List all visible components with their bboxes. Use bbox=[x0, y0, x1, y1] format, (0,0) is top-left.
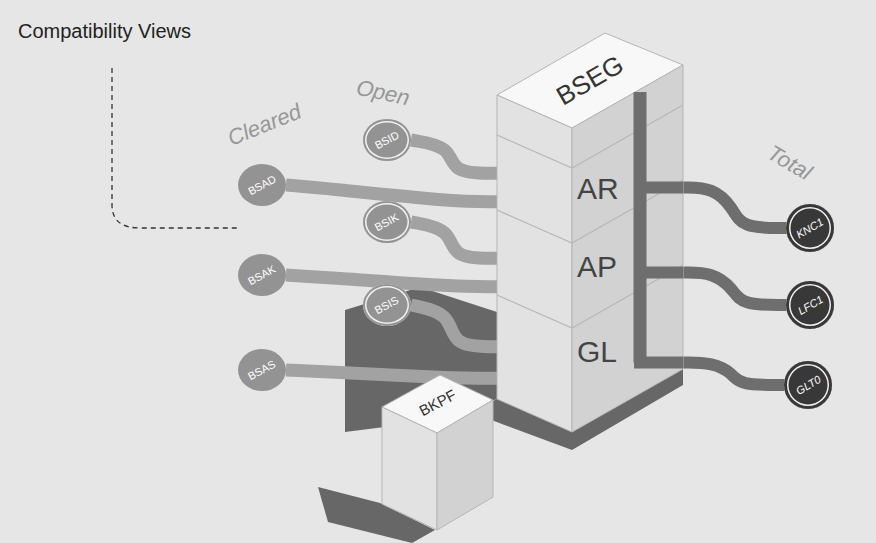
table-layer: AP bbox=[497, 230, 683, 315]
node-text: LFC1 bbox=[795, 293, 824, 317]
group-label: Open bbox=[354, 75, 412, 112]
open-items-view: BSID bbox=[363, 119, 411, 161]
node-text: GLT0 bbox=[793, 373, 822, 397]
node-text: BSAS bbox=[246, 358, 278, 382]
leader-line bbox=[112, 68, 240, 228]
layer-line bbox=[497, 105, 683, 168]
box-face bbox=[437, 400, 493, 530]
cleared-items-view: BSAS bbox=[238, 349, 286, 391]
node-text: KNC1 bbox=[794, 215, 825, 240]
totals-view: LFC1 bbox=[786, 281, 834, 329]
node-text: AP bbox=[577, 250, 617, 284]
cleared-items-view: BSAD bbox=[238, 164, 286, 206]
view-pipe bbox=[411, 140, 497, 173]
node-text: BSIK bbox=[373, 211, 401, 233]
open-items-view: BSIK bbox=[363, 201, 411, 243]
node-text: BSAK bbox=[246, 263, 278, 287]
table-layer: GL bbox=[497, 315, 683, 410]
node-text: BSAD bbox=[246, 173, 278, 198]
callout-label: Compatibility Views bbox=[18, 20, 191, 43]
totals-pipe bbox=[683, 273, 786, 306]
totals-view: KNC1 bbox=[786, 204, 834, 252]
box-face bbox=[572, 65, 683, 432]
view-pipe bbox=[286, 185, 497, 202]
view-pipe bbox=[411, 305, 497, 347]
view-pipe bbox=[411, 222, 497, 258]
totals-branch bbox=[634, 357, 683, 369]
node-text: BSIS bbox=[373, 294, 401, 316]
view-pipe bbox=[286, 370, 497, 378]
totals-branch bbox=[634, 267, 683, 279]
totals-view: GLT0 bbox=[784, 361, 832, 409]
table-stack: BSEGARAPGL bbox=[497, 30, 683, 432]
totals-band bbox=[634, 92, 647, 363]
cleared-items-view: BSAK bbox=[238, 254, 286, 296]
totals-pipe bbox=[683, 188, 786, 229]
node-text: BSID bbox=[373, 129, 401, 152]
node-text: GL bbox=[577, 335, 617, 369]
header-table: BKPF bbox=[380, 370, 495, 532]
box-face bbox=[497, 95, 572, 432]
totals-pipe bbox=[683, 363, 784, 386]
open-items-view: BSIS bbox=[363, 284, 411, 326]
node-text: AR bbox=[577, 172, 619, 206]
table-layer: AR bbox=[497, 145, 683, 230]
totals-branch bbox=[634, 182, 683, 194]
box-face bbox=[382, 407, 437, 530]
group-label: Cleared bbox=[224, 99, 305, 152]
group-label: Total bbox=[763, 140, 817, 186]
